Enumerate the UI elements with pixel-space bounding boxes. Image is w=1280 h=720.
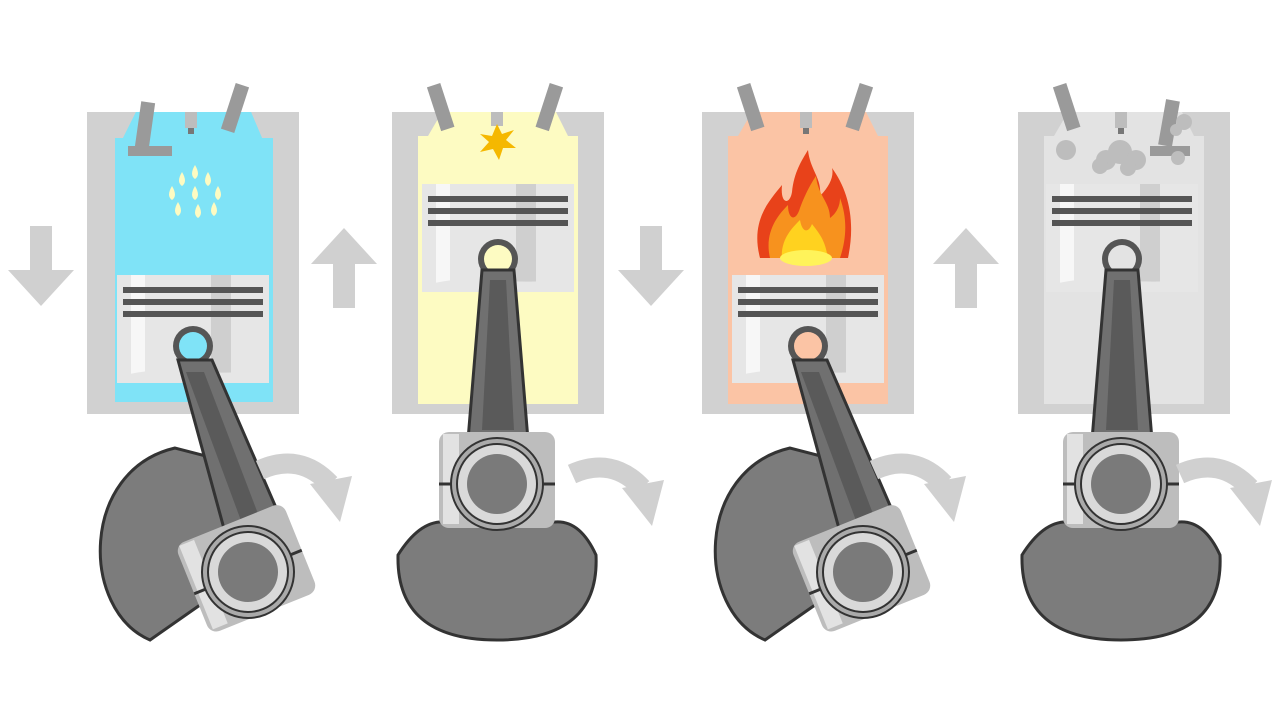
arrow-down-icon [618,226,684,306]
exhaust-valve [845,83,874,132]
smoke-icon [1056,114,1192,176]
spark-plug [1115,112,1127,134]
spark-plug [185,112,197,134]
intake-valve [426,83,455,132]
arrow-up-icon [311,228,377,308]
rotation-arrow-icon [572,468,664,526]
flame-icon [757,150,852,266]
crankpin-bearing [1061,430,1181,532]
rotation-arrow-icon [1180,468,1272,526]
exhaust-valve [220,83,250,133]
piston [732,275,884,383]
exhaust-valve [535,83,564,132]
stage-power [702,83,936,642]
intake-valve [1052,83,1081,132]
crank-counterweight [1020,520,1222,642]
spark-icon [480,124,516,160]
connecting-rod [466,268,530,442]
spark-plug [491,112,503,126]
stage-exhaust [1018,83,1230,642]
intake-valve [736,83,765,132]
piston [117,275,269,383]
intake-valve [128,101,172,156]
arrow-down-icon [8,226,74,306]
stage-intake [87,83,321,642]
exhaust-valve [1150,99,1190,156]
spark-plug [800,112,812,134]
crank-counterweight [396,520,598,642]
arrow-up-icon [933,228,999,308]
fuel-droplets-icon [169,165,221,218]
stage-compression [392,83,604,642]
connecting-rod [1090,268,1154,442]
crankpin-bearing [437,430,557,532]
